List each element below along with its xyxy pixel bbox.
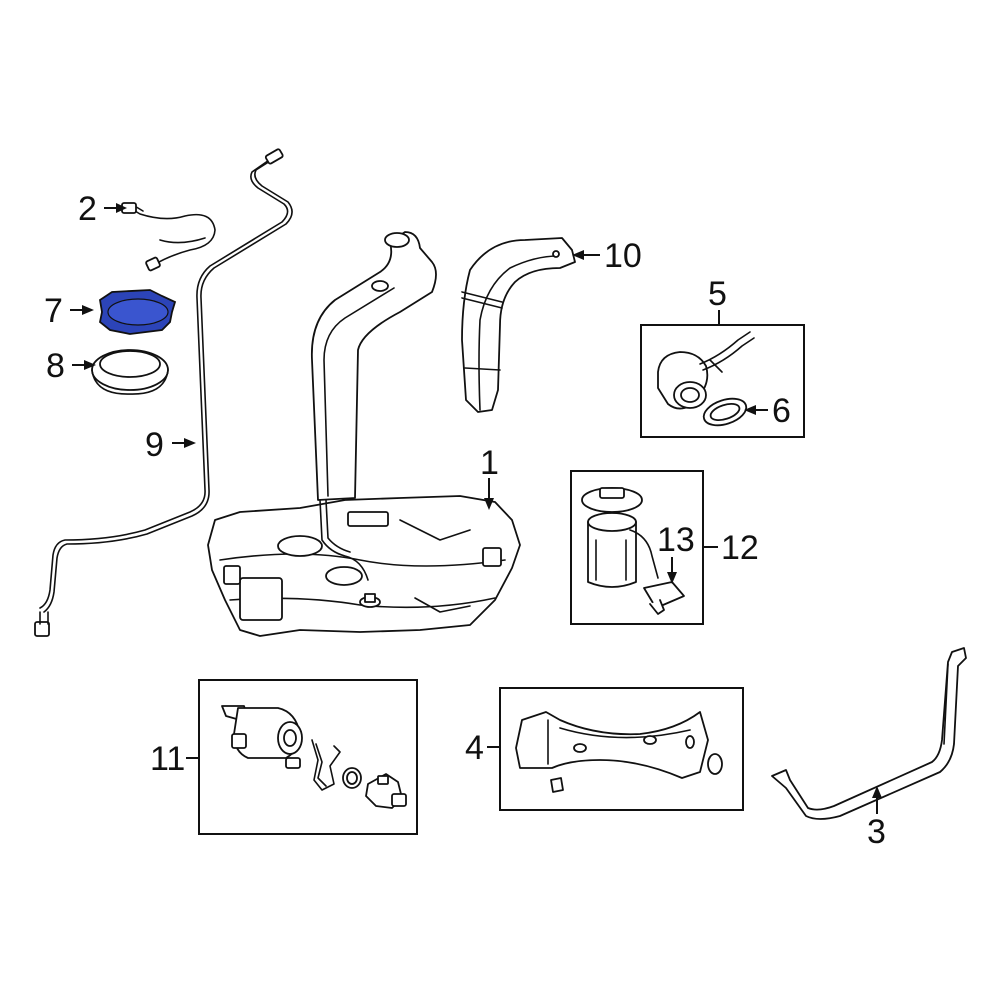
callout-10[interactable]: 10 [604,237,642,275]
callout-5[interactable]: 5 [708,275,727,313]
arrow-10 [572,250,584,260]
part-4-heat-shield-bracket[interactable] [515,711,723,793]
part-10-heat-shield[interactable] [461,237,576,413]
callout-12[interactable]: 12 [721,529,759,567]
arrow-6 [744,405,756,415]
part-7-lock-ring[interactable] [99,289,177,335]
arrow-9 [184,438,196,448]
callout-1[interactable]: 1 [480,444,499,482]
part-5-check-valve[interactable] [657,331,755,410]
callout-3[interactable]: 3 [867,813,886,851]
part-11-fuel-filter-kit[interactable] [221,705,407,809]
part-6-o-ring[interactable] [700,394,749,430]
part-2-wire-harness[interactable] [121,202,216,272]
callout-6[interactable]: 6 [772,392,791,430]
arrow-13 [667,572,677,584]
part-11-box [198,679,418,835]
callout-7[interactable]: 7 [44,292,63,330]
callout-8[interactable]: 8 [46,347,65,385]
callout-9[interactable]: 9 [145,426,164,464]
callout-11[interactable]: 11 [150,740,185,778]
part-3-tank-strap[interactable] [771,647,967,820]
arrow-7 [82,305,94,315]
part-13-pump-connector[interactable] [643,581,685,615]
callout-4[interactable]: 4 [465,729,484,767]
arrow-2 [116,203,127,213]
arrow-3 [872,786,882,798]
part-9-fuel-line[interactable] [34,148,293,637]
arrow-8 [84,360,96,370]
callout-2[interactable]: 2 [78,190,97,228]
part-8-seal-ring[interactable] [91,349,169,395]
part-1-fuel-tank[interactable] [207,231,521,637]
arrow-1 [484,498,494,510]
callout-13[interactable]: 13 [657,521,695,559]
part-12-fuel-pump-module[interactable] [581,487,659,588]
